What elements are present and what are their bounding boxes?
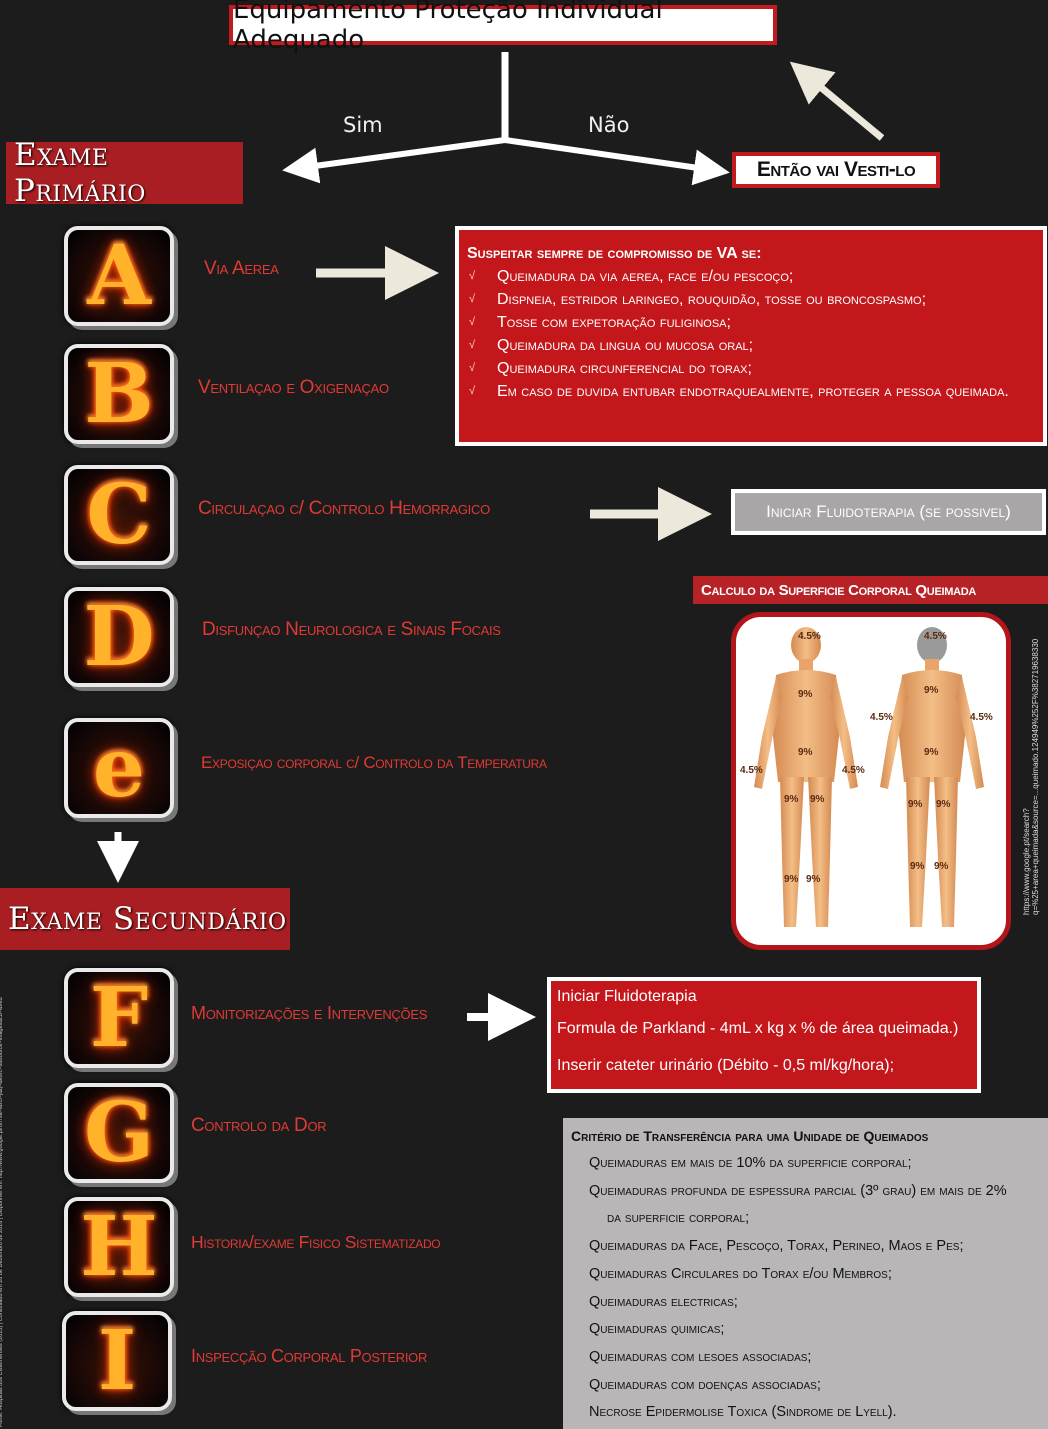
step-label-f: Monitorizações e Intervenções [191,1003,428,1023]
branch-no-label: Não [588,113,630,137]
label-back-lower: 9% [924,747,939,758]
fluid-therapy-f-box: Iniciar Fluidoterapia Formula de Parklan… [547,977,981,1093]
list-item: Queimaduras profunda de espessura parcia… [589,1182,1007,1199]
step-label-d: Disfunçao Neurologica e Sinais Focais [202,619,501,640]
list-item: da superficie corporal; [607,1210,750,1227]
label-back-upper: 9% [924,685,939,696]
step-label-g: Controlo da Dor [191,1115,327,1136]
front-figure [754,627,858,927]
list-item: Necrose Epidermolise Toxica (Sindrome de… [589,1404,897,1421]
fluid-f-line-1: Iniciar Fluidoterapia [557,988,697,1005]
arrow-to-vesti [504,137,730,186]
list-item: Queimaduras com doenças associadas; [589,1376,821,1393]
label-front-head: 4.5% [798,631,821,642]
fluid-f-line-3: Inserir cateter urinário (Débito - 0,5 m… [557,1057,895,1074]
label-front-left-arm: 4.5% [740,765,763,776]
step-label-b: Ventilaçao e Oxigenaçao [198,377,389,398]
check-icon: √ [469,270,476,282]
check-icon: √ [469,385,476,397]
vesti-box: Então vai Vesti-lo [732,152,940,188]
body-chart-frame: 4.5% 4.5% 9% 9% 4.5% 4.5% 9% 9% 4.5% 4.5… [731,612,1011,950]
transfer-criteria-header: Critério de Transferência para uma Unida… [571,1128,929,1144]
list-item: Queimaduras quimicas; [589,1321,725,1338]
list-item: Queimaduras da Face, Pescoço, Torax, Per… [589,1238,964,1255]
step-label-e: Exposiçao corporal c/ Controlo da Temper… [201,753,547,772]
label-front-left-leg: 9% [784,874,799,885]
label-front-left-thigh: 9% [784,794,799,805]
check-icon: √ [469,316,476,328]
list-item: √Tosse com expetoração fuliginosa; [467,311,1033,334]
page-title: Equipamento Proteção Individual Adequado [229,0,777,55]
list-item: √Em caso de duvida entubar endotraquealm… [467,380,1033,403]
letter-tile-g: G [64,1083,174,1183]
source-url-text: https://www.google.pt/search?q=%25+area+… [1022,638,1040,915]
transfer-criteria-box: Critério de Transferência para uma Unida… [563,1118,1048,1429]
label-back-right-arm: 4.5% [970,712,993,723]
check-icon: √ [469,339,476,351]
step-label-a: Via Aerea [204,258,279,279]
list-item: Queimaduras com lesoes associadas; [589,1348,812,1365]
label-front-abdomen: 9% [798,747,813,758]
airway-suspicion-box: Suspeitar sempre de compromisso de VA se… [455,226,1047,446]
body-chart-illustration: 4.5% 4.5% 9% 9% 4.5% 4.5% 9% 9% 4.5% 4.5… [740,627,993,927]
list-item: √Queimadura da via aerea, face e/ou pesc… [467,265,1033,288]
letter-tile-i: I [62,1311,172,1411]
label-front-right-thigh: 9% [810,794,825,805]
letter-tile-b: B [64,344,174,444]
label-front-right-arm: 4.5% [842,765,865,776]
credits-text: Fonte: Hospitais dos Cisternenses (2015)… [0,997,4,1427]
step-label-h: Historia/exame Fisico Sistematizado [191,1232,441,1252]
list-item: Queimaduras em mais de 10% da superficie… [589,1155,912,1171]
back-figure [880,627,984,927]
list-item: Queimaduras Circulares do Torax e/ou Mem… [589,1265,892,1282]
burn-area-calc-title: Calculo da Superficie Corporal Queimada [693,576,1048,604]
step-label-c: Circulaçao c/ Controlo Hemorragico [198,498,490,519]
exam-secondary-banner: Exame Secundário [0,888,290,950]
label-back-right-leg: 9% [934,861,949,872]
airway-box-header: Suspeitar sempre de compromisso de VA se… [467,245,762,262]
label-back-left-thigh: 9% [908,799,923,810]
check-icon: √ [469,362,476,374]
letter-tile-f: F [64,968,174,1068]
list-item: Queimaduras electricas; [589,1293,738,1310]
letter-tile-c: C [64,465,174,565]
label-front-chest: 9% [798,689,813,700]
list-item: √Dispneia, estridor laringeo, rouquidão,… [467,288,1033,311]
letter-tile-h: H [64,1197,174,1297]
list-item: √Queimadura circunferencial do torax; [467,357,1033,380]
label-back-right-thigh: 9% [936,799,951,810]
check-icon: √ [469,293,476,305]
label-back-left-arm: 4.5% [870,712,893,723]
arrow-to-primary [282,137,506,184]
list-item: √Queimadura da lingua ou mucosa oral; [467,334,1033,357]
exam-primary-banner: Exame Primário [6,137,243,209]
letter-tile-d: D [64,587,174,687]
letter-tile-a: A [64,226,174,326]
label-back-head: 4.5% [924,631,947,642]
step-label-i: Inspecção Corporal Posterior [191,1346,428,1366]
letter-tile-e: e [64,718,174,818]
label-back-left-leg: 9% [910,861,925,872]
fluid-f-line-2: Formula de Parkland - 4mL x kg x % de ár… [557,1020,959,1037]
branch-yes-label: Sim [343,113,383,137]
label-front-right-leg: 9% [806,874,821,885]
fluid-therapy-c-box: Iniciar Fluidoterapia (se possivel) [731,489,1046,535]
arrow-back-to-title [789,61,885,141]
